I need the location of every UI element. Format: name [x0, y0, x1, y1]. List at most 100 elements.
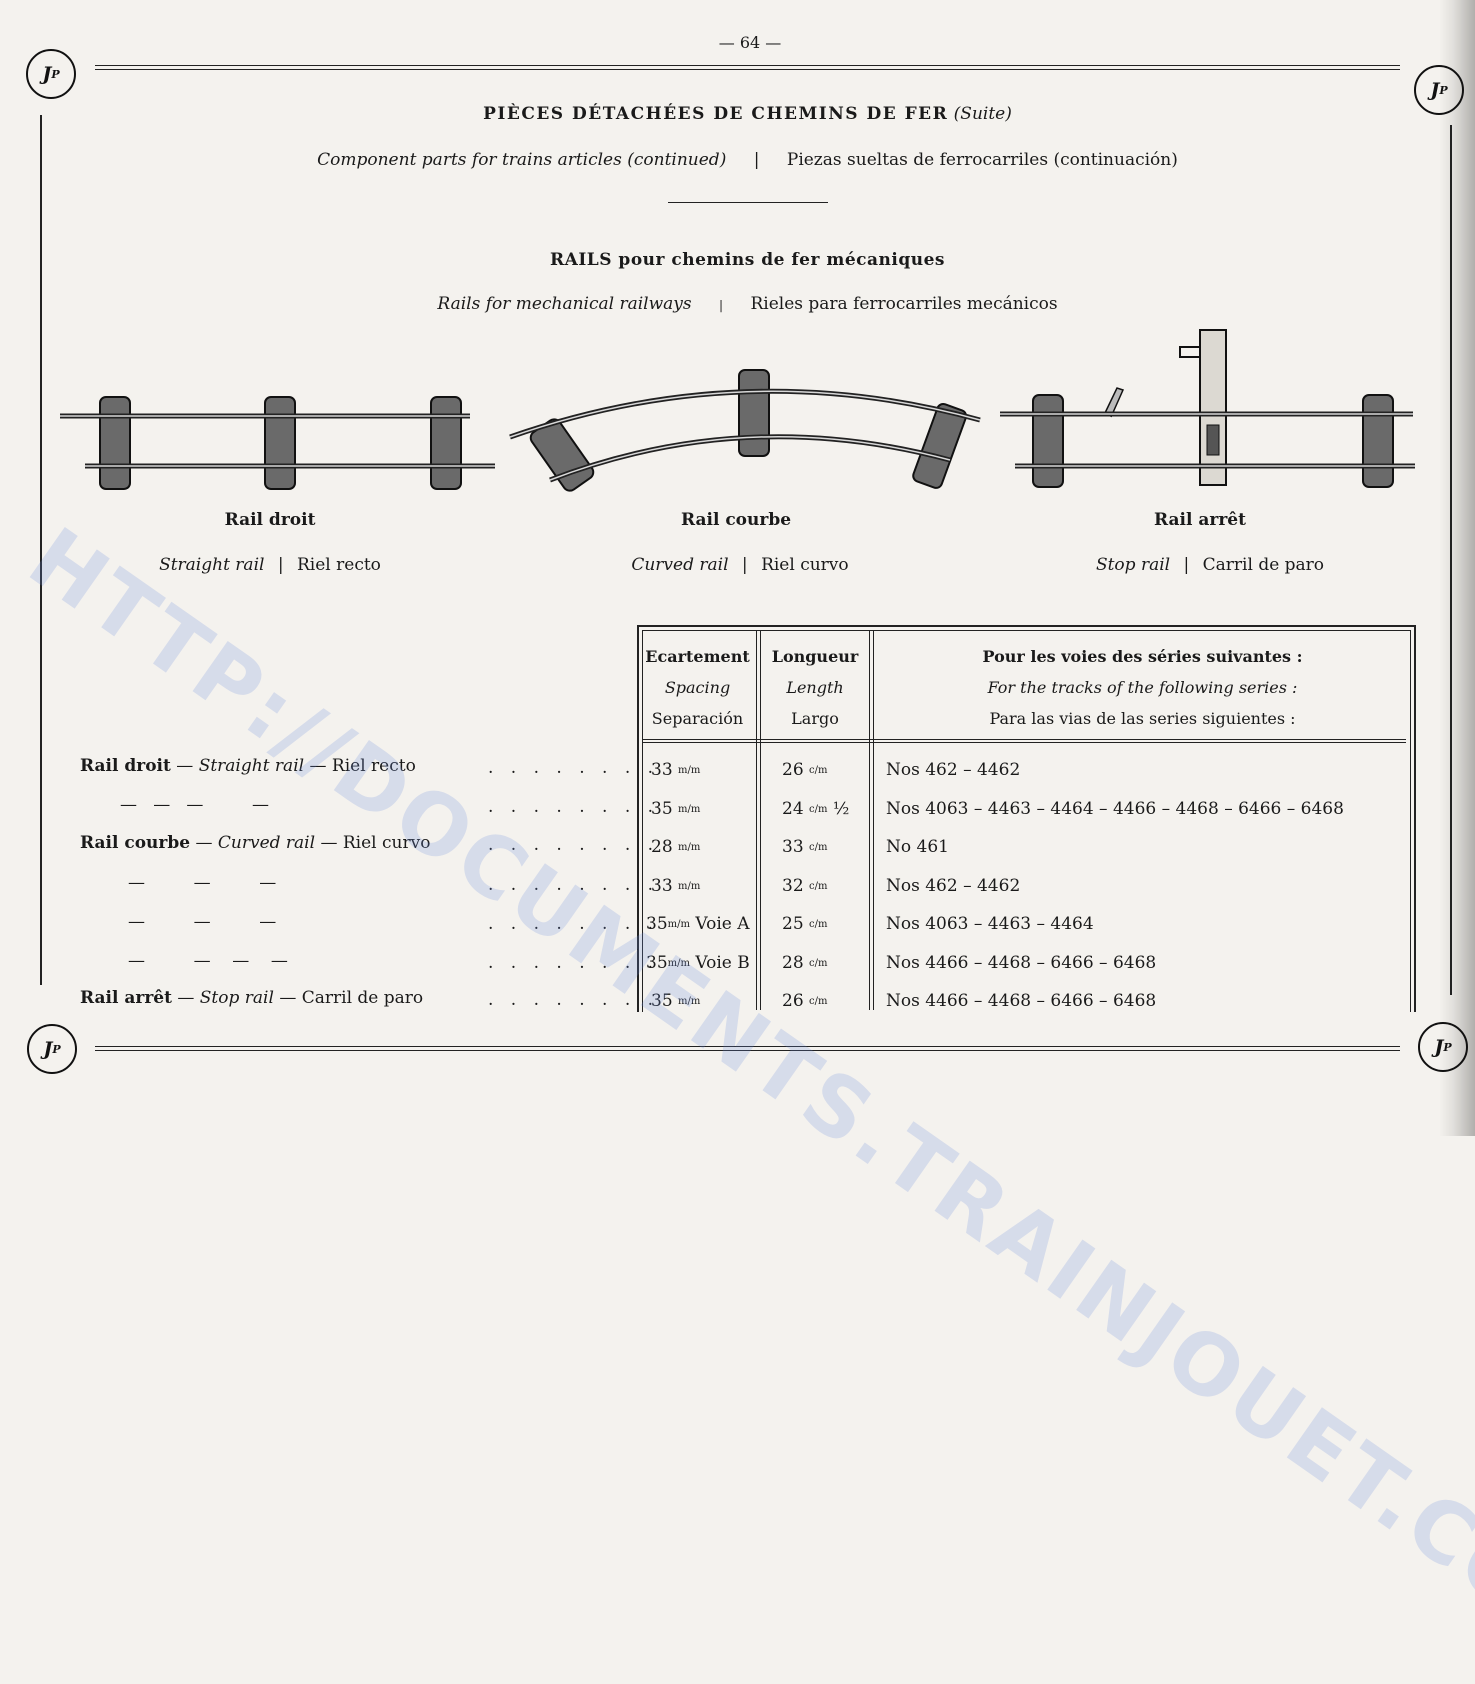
spacing-value: 35	[651, 799, 673, 819]
row-label-es: Riel curvo	[342, 833, 431, 853]
section-separator: |	[719, 298, 724, 312]
caption-riel-recto: Riel recto	[297, 555, 381, 575]
spacing-value: 35	[646, 914, 668, 934]
caption-rail-courbe: Rail courbe	[680, 510, 792, 530]
table-row-dashes: — — —	[128, 912, 277, 932]
right-border	[1450, 125, 1452, 995]
col-sep-1b	[760, 630, 761, 1010]
length-unit: c/m	[809, 804, 828, 815]
caption-rail-arret-sub: Stop rail | Carril de paro	[1040, 555, 1380, 575]
bottom-border	[95, 1046, 1400, 1051]
cell-series: Nos 4466 – 4468 – 6466 – 6468	[886, 991, 1157, 1011]
cell-series: Nos 4063 – 4463 – 4464 – 4466 – 4468 – 6…	[886, 799, 1344, 819]
th-series-es: Para las vias de las series siguientes :	[989, 709, 1296, 728]
cell-series: Nos 4466 – 4468 – 6466 – 6468	[886, 953, 1157, 973]
caption-straight-rail: Straight rail	[159, 555, 265, 575]
caption-rail-courbe-sub: Curved rail | Riel curvo	[570, 555, 910, 575]
spacing-unit: m/m	[678, 881, 701, 892]
cell-length: 26 c/m	[782, 760, 828, 780]
caption-sep-3: |	[1183, 555, 1190, 575]
spec-table-inner	[642, 630, 1411, 1012]
th-length-es: Largo	[791, 709, 839, 728]
row-dash: —	[279, 988, 297, 1008]
spacing-value: 35	[646, 953, 668, 973]
row-dots: . . . . . . . .	[488, 990, 660, 1010]
row-dots: . . . . . . . .	[488, 953, 660, 973]
straight-rail-illustration	[60, 396, 495, 490]
length-value: 25	[782, 914, 804, 934]
left-border	[40, 115, 42, 985]
row-dots: . . . . . . . .	[488, 758, 660, 778]
row-label-es: Carril de paro	[301, 988, 424, 1008]
th-spacing-fr: Ecartement	[645, 647, 750, 666]
caption-stop-rail: Stop rail	[1095, 555, 1171, 575]
cell-spacing: 33 m/m	[651, 760, 700, 780]
caption-sep-1: |	[277, 555, 284, 575]
col-sep-2b	[873, 630, 874, 1010]
caption-curved-rail: Curved rail	[631, 555, 729, 575]
row-label-fr: Rail droit	[80, 756, 171, 776]
curved-rail-illustration	[509, 369, 981, 492]
spacing-value: 28	[651, 837, 673, 857]
caption-riel-curvo: Riel curvo	[761, 555, 849, 575]
header-divider	[668, 202, 828, 203]
table-row-dashes: — — —	[128, 873, 277, 893]
row-label-es: Riel recto	[331, 756, 416, 776]
cell-length: 25 c/m	[782, 914, 828, 934]
table-row-label: Rail arrêt — Stop rail — Carril de paro	[80, 988, 423, 1008]
header-suite: (Suite)	[953, 104, 1012, 124]
spacing-unit: m/m	[678, 842, 701, 853]
page-number: — 64 —	[718, 33, 782, 52]
row-dots: . . . . . . . .	[488, 875, 660, 895]
cell-spacing: 35 m/m	[651, 991, 700, 1011]
header-subtitle-es: Piezas sueltas de ferrocarriles (continu…	[786, 150, 1178, 170]
length-unit: c/m	[809, 996, 828, 1007]
stop-rail-illustration	[1000, 329, 1415, 488]
spacing-value: 33	[651, 876, 673, 896]
top-border	[95, 65, 1400, 70]
length-unit: c/m	[809, 765, 828, 776]
row-label-en: Straight rail	[198, 756, 305, 776]
cell-length: 26 c/m	[782, 991, 828, 1011]
spacing-unit: m/m	[678, 765, 701, 776]
cell-length: 24 c/m ½	[782, 799, 849, 819]
spec-table	[637, 625, 1416, 1012]
cell-series: No 461	[886, 837, 949, 857]
row-dash: —	[195, 833, 213, 853]
binding-shadow	[1439, 0, 1475, 1136]
length-value: 26	[782, 760, 804, 780]
length-unit: c/m	[809, 919, 828, 930]
length-value: 32	[782, 876, 804, 896]
cell-series: Nos 462 – 4462	[886, 876, 1021, 896]
header-separator: |	[753, 150, 760, 170]
th-series-en: For the tracks of the following series :	[987, 678, 1298, 697]
row-dash: —	[320, 833, 338, 853]
cell-length: 28 c/m	[782, 953, 828, 973]
header-title: PIÈCES DÉTACHÉES DE CHEMINS DE FER	[483, 104, 949, 124]
section-subtitle: Rails for mechanical railways | Rieles p…	[300, 294, 1195, 314]
caption-carril-de-paro: Carril de paro	[1202, 555, 1325, 575]
row-dots: . . . . . . . .	[488, 797, 660, 817]
length-value: 28	[782, 953, 804, 973]
length-value: 24	[782, 799, 804, 819]
th-spacing-en: Spacing	[664, 678, 731, 697]
caption-rail-arret: Rail arrêt	[1154, 510, 1246, 530]
section-subtitle-en: Rails for mechanical railways	[437, 294, 692, 314]
section-title: RAILS pour chemins de fer mécaniques	[550, 250, 945, 270]
cell-spacing: 35 m/m	[651, 799, 700, 819]
caption-rail-droit: Rail droit	[224, 510, 316, 530]
col-sep-2a	[869, 630, 870, 1010]
row-dots: . . . . . . . .	[488, 835, 660, 855]
row-dash: —	[176, 756, 194, 776]
th-length: Longueur Length Largo	[760, 641, 870, 734]
table-row-dashes: — — — —	[120, 795, 270, 815]
cell-spacing: 33 m/m	[651, 876, 700, 896]
table-header-underline	[642, 739, 1406, 743]
row-label-en: Curved rail	[217, 833, 316, 853]
cell-series: Nos 4063 – 4463 – 4464	[886, 914, 1094, 934]
spacing-value: 35	[651, 991, 673, 1011]
spacing-unit: m/m	[678, 996, 701, 1007]
th-series-fr: Pour les voies des séries suivantes :	[982, 647, 1303, 666]
